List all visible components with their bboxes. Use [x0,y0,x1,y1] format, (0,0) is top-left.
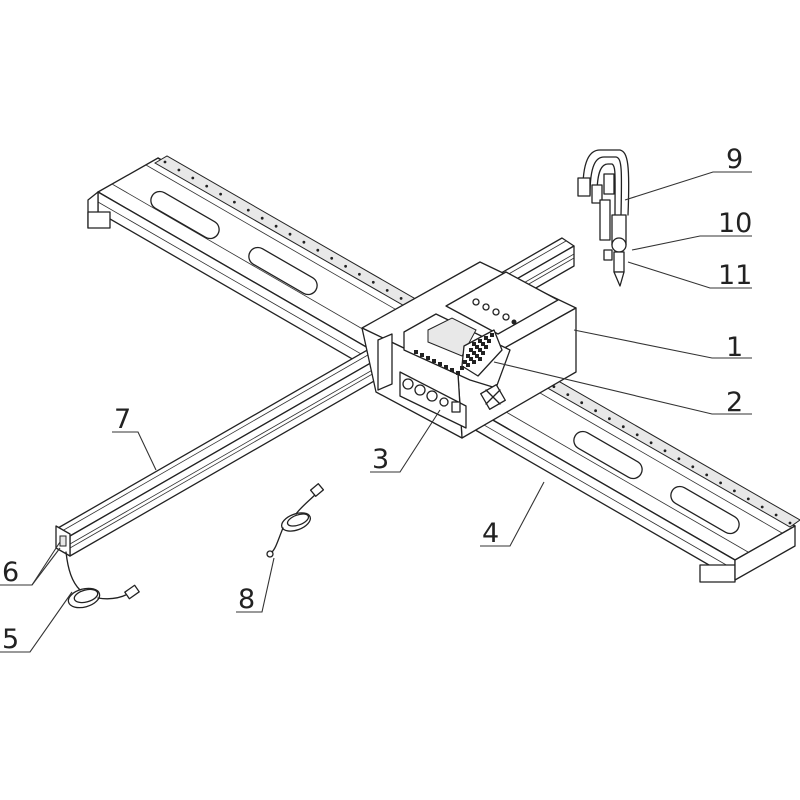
callout-5: 5 [2,624,19,655]
rack-tooth [649,441,653,445]
rack-tooth [635,433,639,437]
keypad-key [484,336,488,340]
keypad-key [460,366,464,370]
keypad-key [490,333,494,337]
keypad-key [478,357,482,361]
keypad-key [469,348,473,352]
rack-tooth [191,176,195,180]
callout-labels: 1 2 3 4 5 6 7 8 9 10 11 [2,144,752,655]
callout-4: 4 [482,518,499,549]
callout-9: 9 [726,144,743,175]
rack-tooth [288,232,292,236]
callout-3: 3 [372,444,389,475]
rack-tooth [705,473,709,477]
callout-6: 6 [2,557,19,588]
function-key [432,359,436,363]
rack-tooth [205,184,209,188]
rack-tooth [330,256,334,260]
callout-8: 8 [238,584,255,615]
keypad-key [478,339,482,343]
rack-tooth [219,192,223,196]
keypad-key [481,342,485,346]
rack-tooth [566,393,570,396]
function-key [426,356,430,360]
function-key [438,362,442,366]
rack-tooth [316,248,320,252]
cable-8 [266,483,325,558]
callout-10: 10 [718,208,752,239]
keypad-key [484,345,488,349]
rack-tooth [719,481,722,485]
rack-tooth [733,489,736,493]
fan-grill [480,384,506,410]
keypad [460,333,494,370]
rack-tooth [580,401,584,405]
rack-tooth [246,208,250,212]
function-key [444,365,448,369]
rack-tooth [691,465,695,469]
rack-tooth [774,513,778,517]
function-key [414,350,418,354]
rack-tooth [302,240,306,244]
callout-7: 7 [114,404,131,435]
machine-body [361,261,577,439]
rack-tooth [608,417,611,421]
rack-tooth [371,280,375,284]
rack-tooth [233,200,236,204]
rack-tooth [788,521,792,525]
rack-tooth [746,497,750,501]
keypad-key [466,363,470,367]
rack-tooth [274,224,278,228]
keypad-key [472,342,476,346]
leader-lines [0,171,752,653]
function-key [456,371,460,375]
keypad-key [472,360,476,364]
keypad-key [478,348,482,352]
callout-2: 2 [726,387,743,418]
rack-tooth [260,216,264,220]
keypad-key [469,357,473,361]
keypad-key [487,339,491,343]
function-key [450,368,454,372]
rack-tooth [760,505,764,509]
keypad-key [463,360,467,364]
callout-11: 11 [718,260,752,291]
keypad-key [466,354,470,358]
rack-tooth [594,409,597,413]
keypad-key [475,354,479,358]
rack-tooth [385,289,389,292]
torch-assembly [577,149,630,287]
rack-tooth [621,425,625,429]
keypad-key [472,351,476,355]
function-key [420,353,424,357]
rack-tooth [344,264,347,268]
rack-tooth [663,449,667,453]
callout-1: 1 [726,332,743,363]
keypad-key [475,345,479,349]
function-keys [414,350,460,375]
rack-tooth [163,160,167,164]
cable-5 [65,551,140,609]
keypad-key [481,351,485,355]
rack-tooth [358,272,361,276]
rack-tooth [177,168,181,172]
rack-tooth [399,297,403,300]
rack-tooth [677,457,681,461]
